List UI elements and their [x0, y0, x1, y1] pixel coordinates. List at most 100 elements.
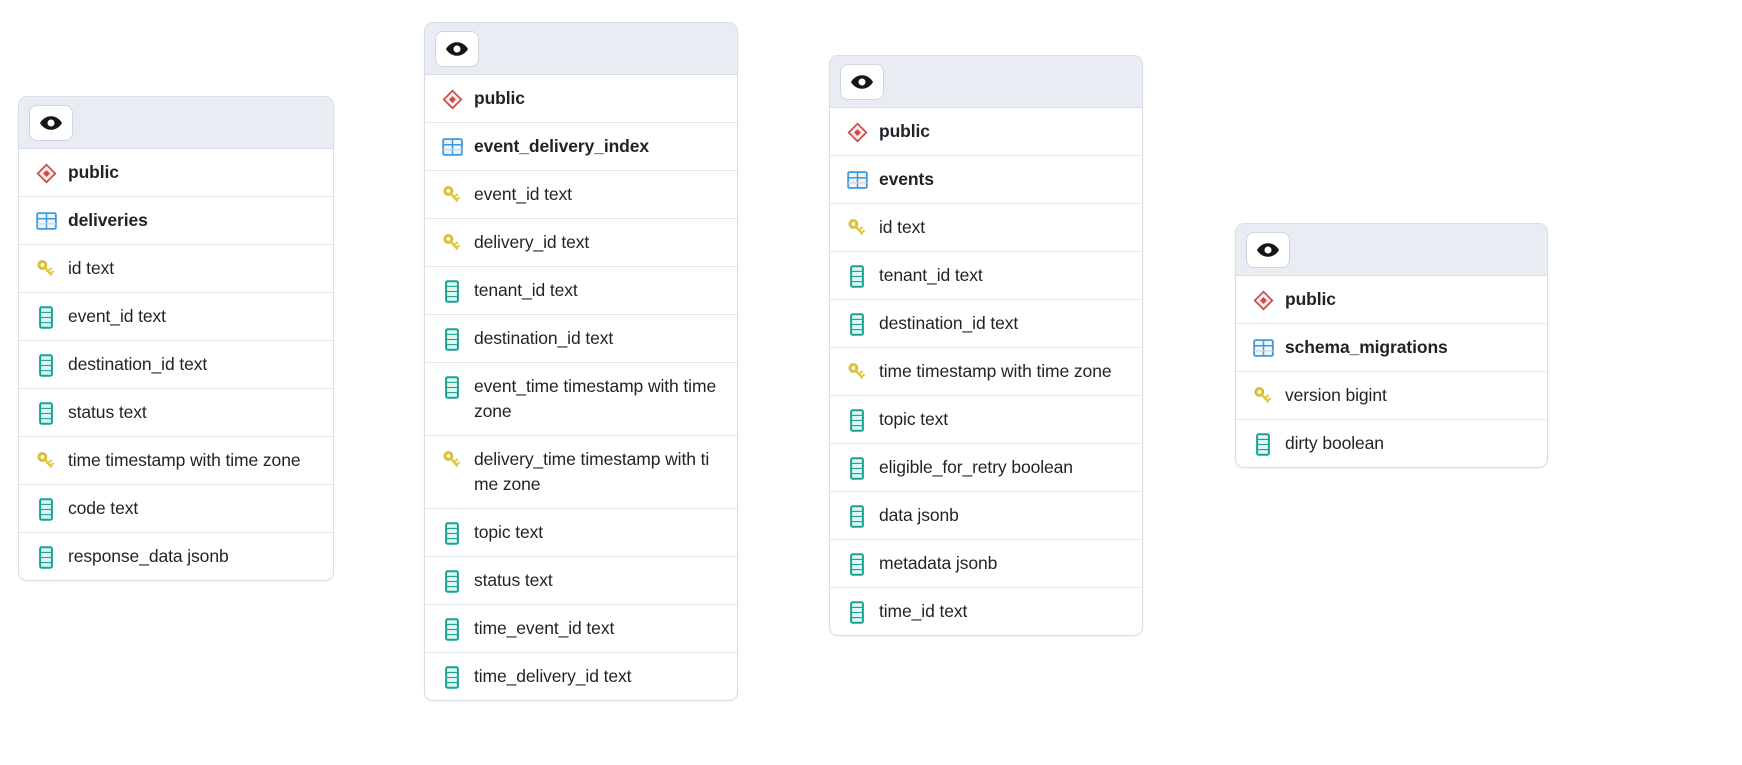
column-row[interactable]: destination_id text: [19, 341, 333, 389]
key-icon: [846, 216, 868, 240]
key-column-row[interactable]: delivery_time timestamp with time zone: [425, 436, 737, 509]
column-row[interactable]: metadata jsonb: [830, 540, 1142, 588]
table-grid-icon: [441, 135, 463, 159]
schema-diamond-icon: [441, 87, 463, 111]
eye-icon[interactable]: [435, 30, 479, 67]
column-icon-svg: [445, 521, 459, 545]
key-icon-svg: [1254, 387, 1272, 404]
key-icon-svg: [848, 219, 866, 236]
key-column-row[interactable]: id text: [19, 245, 333, 293]
column-icon-svg: [39, 305, 53, 329]
row-label: destination_id text: [68, 354, 208, 374]
row-label: status text: [68, 402, 147, 422]
schema-row[interactable]: public: [19, 149, 333, 197]
key-column-row[interactable]: delivery_id text: [425, 219, 737, 267]
table-grid-icon-svg: [441, 138, 463, 156]
column-row[interactable]: data jsonb: [830, 492, 1142, 540]
column-icon: [35, 497, 57, 521]
column-row[interactable]: topic text: [425, 509, 737, 557]
table-grid-icon: [846, 168, 868, 192]
schema-diamond-icon: [846, 120, 868, 144]
table-name-row[interactable]: deliveries: [19, 197, 333, 245]
row-label: time_delivery_id text: [474, 666, 632, 686]
row-label: event_delivery_index: [474, 136, 650, 156]
column-row[interactable]: status text: [19, 389, 333, 437]
key-icon: [846, 360, 868, 384]
column-row[interactable]: code text: [19, 485, 333, 533]
column-icon: [846, 408, 868, 432]
column-row[interactable]: eligible_for_retry boolean: [830, 444, 1142, 492]
key-icon: [1252, 384, 1274, 408]
key-icon: [35, 257, 57, 281]
column-row[interactable]: event_id text: [19, 293, 333, 341]
column-row[interactable]: topic text: [830, 396, 1142, 444]
row-label: event_id text: [474, 184, 572, 204]
column-icon-svg: [850, 408, 864, 432]
table-card-event_delivery_index[interactable]: public event_delivery_index event_id tex…: [424, 22, 738, 701]
column-icon-svg: [1256, 432, 1270, 456]
schema-row[interactable]: public: [425, 75, 737, 123]
column-icon: [1252, 432, 1274, 456]
key-column-row[interactable]: version bigint: [1236, 372, 1547, 420]
eye-icon-svg: [851, 74, 873, 89]
schema-diamond-icon-svg: [442, 89, 462, 109]
table-grid-icon: [35, 209, 57, 233]
row-label: public: [68, 162, 119, 182]
column-icon: [35, 305, 57, 329]
row-label: response_data jsonb: [68, 546, 229, 566]
eye-icon[interactable]: [840, 63, 884, 100]
column-row[interactable]: event_time timestamp with time zone: [425, 363, 737, 436]
row-label: time timestamp with time zone: [879, 361, 1112, 381]
schema-diamond-icon-svg: [847, 122, 867, 142]
key-column-row[interactable]: time timestamp with time zone: [19, 437, 333, 485]
column-row[interactable]: destination_id text: [425, 315, 737, 363]
column-row[interactable]: dirty boolean: [1236, 420, 1547, 467]
row-label: topic text: [474, 522, 544, 542]
column-row[interactable]: tenant_id text: [425, 267, 737, 315]
key-column-row[interactable]: id text: [830, 204, 1142, 252]
table-name-row[interactable]: event_delivery_index: [425, 123, 737, 171]
row-label: time_event_id text: [474, 618, 615, 638]
row-label: status text: [474, 570, 553, 590]
table-name-row[interactable]: schema_migrations: [1236, 324, 1547, 372]
row-label: deliveries: [68, 210, 148, 230]
column-icon-svg: [445, 569, 459, 593]
row-label: tenant_id text: [879, 265, 983, 285]
key-column-row[interactable]: time timestamp with time zone: [830, 348, 1142, 396]
column-row[interactable]: destination_id text: [830, 300, 1142, 348]
card-header: [19, 97, 333, 149]
table-name-row[interactable]: events: [830, 156, 1142, 204]
row-label: dirty boolean: [1285, 433, 1384, 453]
column-row[interactable]: tenant_id text: [830, 252, 1142, 300]
card-header: [425, 23, 737, 75]
key-column-row[interactable]: event_id text: [425, 171, 737, 219]
row-label: time_id text: [879, 601, 968, 621]
column-icon-svg: [445, 279, 459, 303]
column-row[interactable]: response_data jsonb: [19, 533, 333, 580]
column-row[interactable]: time_event_id text: [425, 605, 737, 653]
row-label: delivery_time timestamp with time zone: [474, 449, 710, 494]
eye-icon[interactable]: [1246, 231, 1290, 268]
row-label: destination_id text: [879, 313, 1019, 333]
column-row[interactable]: status text: [425, 557, 737, 605]
schema-row[interactable]: public: [1236, 276, 1547, 324]
eye-icon-svg: [446, 41, 468, 56]
schema-diamond-icon-svg: [1253, 290, 1273, 310]
table-grid-icon: [1252, 336, 1274, 360]
column-icon: [35, 545, 57, 569]
column-icon-svg: [39, 497, 53, 521]
column-row[interactable]: time_delivery_id text: [425, 653, 737, 700]
row-label: metadata jsonb: [879, 553, 998, 573]
column-row[interactable]: time_id text: [830, 588, 1142, 635]
column-icon-svg: [850, 552, 864, 576]
table-card-schema_migrations[interactable]: public schema_migrations version bigint …: [1235, 223, 1548, 468]
table-grid-icon-svg: [846, 171, 868, 189]
eye-icon[interactable]: [29, 104, 73, 141]
column-icon: [846, 456, 868, 480]
key-icon-svg: [848, 363, 866, 380]
schema-row[interactable]: public: [830, 108, 1142, 156]
table-card-events[interactable]: public events id text tenant_id text des…: [829, 55, 1143, 636]
key-icon-svg: [37, 452, 55, 469]
column-icon: [846, 552, 868, 576]
table-card-deliveries[interactable]: public deliveries id text event_id text …: [18, 96, 334, 581]
